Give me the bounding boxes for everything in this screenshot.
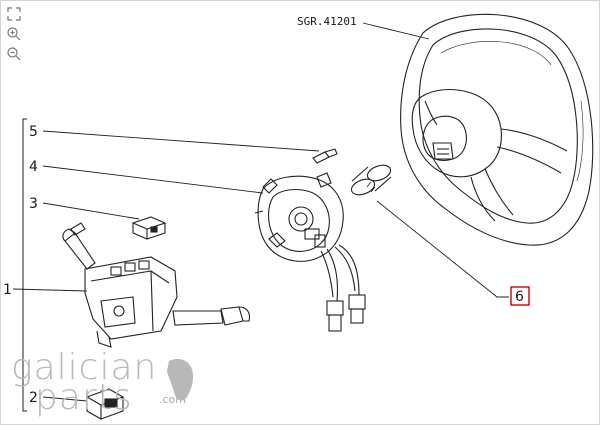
- part-4-leader-line: [42, 165, 264, 194]
- watermark-line2: parts: [35, 377, 133, 418]
- part-5-screw: [312, 148, 338, 164]
- part-3-label: 3: [29, 196, 38, 212]
- zoom-in-icon[interactable]: [5, 25, 23, 43]
- part-3-cap: [131, 216, 167, 240]
- fit-page-icon[interactable]: [5, 5, 23, 23]
- part-6-label: 6: [515, 289, 524, 305]
- part-2-leader-line: [42, 396, 88, 402]
- part-5-label: 5: [29, 124, 38, 140]
- galicia-map-logo: [167, 359, 194, 401]
- sgr-leader-line: [362, 22, 430, 40]
- steering-wheel: [400, 13, 594, 246]
- part-6-highlight-box: [510, 286, 530, 306]
- part-2-connector: [85, 388, 125, 420]
- parts-group-bracket: [22, 118, 27, 412]
- part-1-label: 1: [3, 282, 12, 298]
- part-6-bushing: [350, 164, 392, 196]
- part-4-label: 4: [29, 159, 38, 175]
- part-2-label: 2: [29, 390, 38, 406]
- part-3-leader-line: [42, 202, 140, 220]
- part-5-leader-line: [42, 130, 320, 152]
- galicianparts-watermark: galician parts .com: [11, 347, 194, 418]
- zoom-out-icon[interactable]: [5, 45, 23, 63]
- part-1-combination-switch: [62, 222, 251, 348]
- part-6-leader-line: [376, 200, 509, 298]
- part-4-clockspring: [254, 172, 366, 332]
- watermark-line1: galician: [11, 347, 157, 388]
- sgr-code-label: SGR.41201: [297, 15, 357, 28]
- part-1-leader-line: [12, 288, 88, 292]
